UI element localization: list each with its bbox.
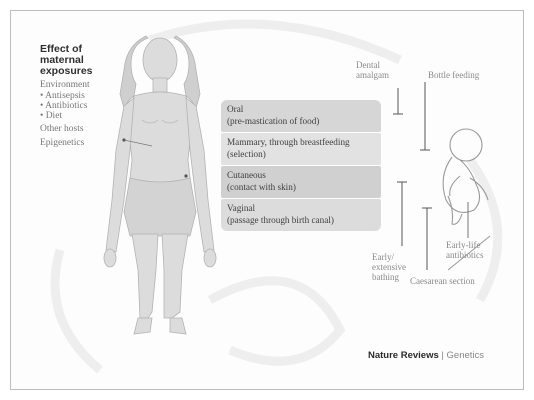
- bathing-bar: [397, 182, 407, 246]
- caesarean-bar: [422, 208, 432, 270]
- figure-credit: Nature Reviews | Genetics: [368, 350, 484, 361]
- caesarean-section-label: Caesarean section: [410, 276, 502, 286]
- credit-separator: |: [439, 350, 447, 361]
- bottle-feeding-label: Bottle feeding: [428, 70, 488, 80]
- dental-amalgam-bar: [393, 88, 403, 114]
- early-life-antibiotics-label: Early-life antibiotics: [446, 240, 502, 260]
- bottle-feeding-bar: [420, 82, 430, 150]
- dental-amalgam-label: Dental amalgam: [356, 60, 404, 80]
- credit-journal: Nature Reviews: [368, 350, 439, 361]
- credit-section: Genetics: [447, 350, 485, 361]
